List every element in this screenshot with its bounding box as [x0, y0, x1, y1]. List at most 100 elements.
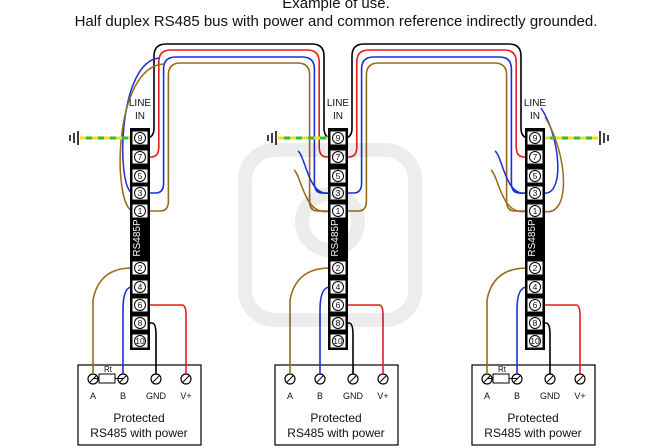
device-name-line1: Protected	[507, 411, 558, 425]
diagram-subtitle: Half duplex RS485 bus with power and com…	[74, 13, 598, 30]
device-terminal-label: B	[514, 391, 520, 401]
terminal-screw	[134, 170, 146, 182]
terminal-screw	[134, 205, 146, 217]
terminal-number: 1	[336, 206, 341, 216]
device-wires	[92, 267, 187, 374]
terminal-screw	[134, 151, 146, 163]
wire-gnd	[346, 322, 354, 374]
line-in-label: IN	[333, 111, 343, 122]
terminal-number: 6	[533, 300, 538, 310]
resistor-label: Rt	[498, 365, 507, 374]
line-in-label: LINE	[524, 98, 547, 109]
terminal-number: 9	[138, 133, 143, 143]
module-label: RS485P	[132, 219, 143, 257]
terminal-screw	[529, 299, 541, 311]
terminal-number: 3	[533, 188, 538, 198]
module-label: RS485P	[330, 219, 341, 257]
terminal-number: 3	[138, 188, 143, 198]
terminal-number: 1	[533, 206, 538, 216]
terminal-number: 2	[336, 263, 341, 273]
device-name-line2: RS485 with power	[484, 426, 581, 440]
wire-a	[486, 267, 528, 374]
device-terminal-label: A	[90, 391, 96, 401]
wire-vplus	[148, 304, 187, 374]
terminal-screw	[529, 170, 541, 182]
terminal-number: 4	[533, 282, 538, 292]
device-terminal-label: V+	[574, 391, 585, 401]
device-terminal-label: A	[484, 391, 490, 401]
terminal-number: 2	[533, 263, 538, 273]
module-loop	[119, 57, 165, 212]
terminal-screw	[332, 170, 344, 182]
terminal-screw	[332, 317, 344, 329]
terminal-number: 9	[533, 133, 538, 143]
wire-vplus	[543, 304, 581, 374]
terminal-screw	[332, 187, 344, 199]
watermark	[238, 143, 422, 327]
terminal-number: 2	[138, 263, 143, 273]
line-in-label: IN	[530, 111, 540, 122]
bus-wire	[332, 62, 541, 212]
terminal-number: 3	[336, 188, 341, 198]
terminal-number: 7	[336, 152, 341, 162]
termination-resistor: Rt	[93, 365, 123, 384]
line-in-label: LINE	[129, 98, 152, 109]
device-terminal-label: V+	[377, 391, 388, 401]
terminal-screw	[332, 299, 344, 311]
terminal-number: 10	[333, 336, 343, 346]
termination-resistor: Rt	[487, 365, 517, 384]
earth-connection	[544, 131, 609, 145]
bus-wire	[134, 43, 344, 139]
terminal-screw	[529, 281, 541, 293]
terminal-number: 4	[336, 282, 341, 292]
device-name-line1: Protected	[113, 411, 164, 425]
bus-wire	[332, 43, 541, 139]
device-terminal-label: A	[287, 391, 293, 401]
device-terminal-label: B	[317, 391, 323, 401]
line-in-label: IN	[135, 111, 145, 122]
terminal-screw	[529, 262, 541, 274]
wire-a	[289, 267, 331, 374]
terminal-screw	[529, 132, 541, 144]
terminal-number: 4	[138, 282, 143, 292]
device-terminal-label: GND	[343, 391, 364, 401]
terminal-screw	[332, 262, 344, 274]
resistor-body	[98, 373, 116, 384]
resistor-body	[492, 373, 510, 384]
terminal-screw	[332, 281, 344, 293]
terminal-screw	[134, 317, 146, 329]
wire-gnd	[543, 322, 551, 374]
terminal-number: 8	[533, 318, 538, 328]
terminal-screw	[332, 151, 344, 163]
bus-wire	[332, 49, 541, 158]
terminal-number: 6	[336, 300, 341, 310]
earth-connection	[267, 131, 330, 145]
terminal-number: 7	[533, 152, 538, 162]
terminal-screw	[529, 151, 541, 163]
wire-gnd	[148, 322, 157, 374]
bus-wire	[332, 56, 541, 194]
terminal-screw	[529, 317, 541, 329]
terminal-screw	[134, 262, 146, 274]
terminal-number: 8	[138, 318, 143, 328]
device-name-line2: RS485 with power	[90, 426, 187, 440]
terminal-screw	[332, 205, 344, 217]
terminal-number: 10	[135, 336, 145, 346]
terminal-screw	[134, 281, 146, 293]
module-label: RS485P	[527, 219, 538, 257]
bus-wire	[134, 62, 344, 212]
terminal-screw	[134, 187, 146, 199]
terminal-number: 6	[138, 300, 143, 310]
terminal-number: 10	[530, 336, 540, 346]
module-loop	[490, 107, 565, 213]
device-name-line2: RS485 with power	[287, 426, 384, 440]
line-in-label: LINE	[327, 98, 350, 109]
wire-vplus	[346, 304, 384, 374]
device-name-line1: Protected	[310, 411, 361, 425]
terminal-number: 5	[138, 171, 143, 181]
